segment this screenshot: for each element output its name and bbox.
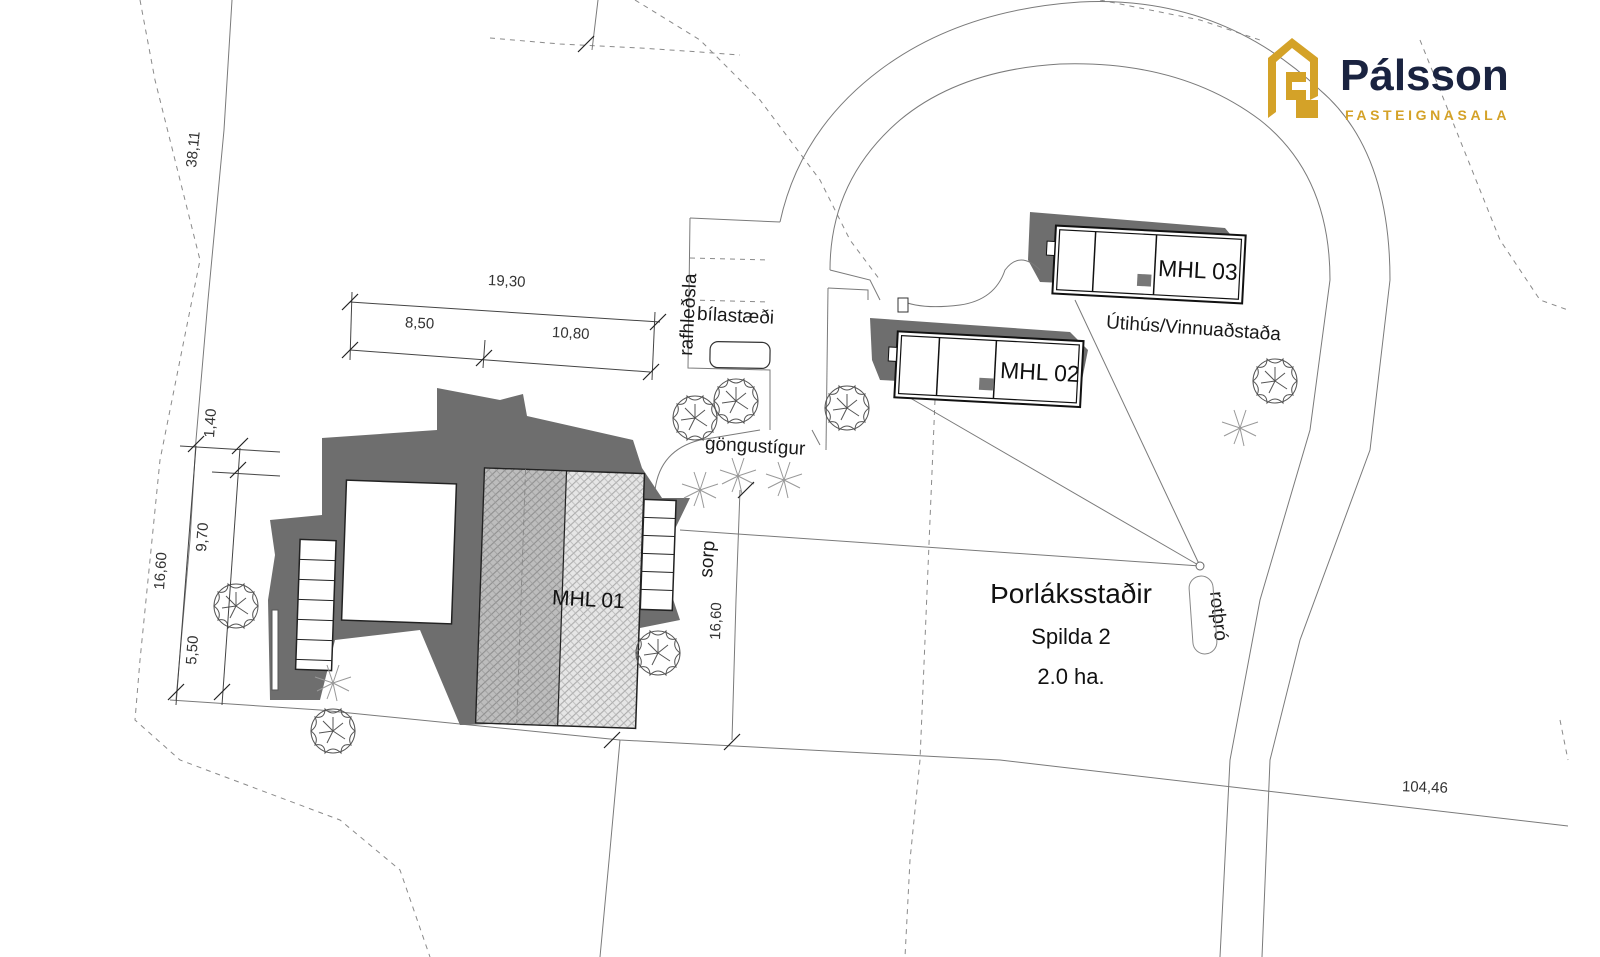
label-outbuilding: Útihús/Vinnuaðstaða — [1105, 311, 1282, 345]
label-septic: rotþró — [1205, 590, 1231, 642]
tree-icon — [635, 630, 681, 676]
building-mhl-02 — [870, 318, 1088, 409]
septic-lines — [904, 299, 1205, 571]
dim-top-total: 19,30 — [488, 272, 526, 291]
site-title: Þorláksstaðir — [990, 578, 1152, 609]
dim-boundary-bottom: 104,46 — [1402, 778, 1448, 797]
house-e-icon — [1268, 38, 1318, 118]
label-mhl-02: MHL 02 — [999, 357, 1080, 387]
tree-icon — [824, 385, 870, 431]
shrub-icon — [1221, 409, 1259, 447]
shrub-icon — [719, 457, 757, 495]
logo-tagline: FASTEIGNASALA — [1345, 107, 1510, 123]
car-icon — [709, 341, 771, 369]
site-area: 2.0 ha. — [1037, 664, 1104, 689]
dim-left-upper: 1,40 — [201, 408, 220, 438]
building-mhl-01 — [268, 388, 690, 730]
dim-top-right: 10,80 — [552, 324, 590, 343]
building-mhl-03 — [897, 212, 1247, 313]
label-waste: sorp — [696, 540, 720, 578]
dim-left-mid: 9,70 — [193, 522, 212, 552]
driveway — [654, 1, 1391, 957]
property-lines — [169, 0, 1569, 957]
tree-icon — [310, 708, 356, 754]
label-mhl-03: MHL 03 — [1157, 255, 1238, 285]
label-footpath: göngustígur — [704, 434, 806, 460]
dim-top-left: 8,50 — [405, 314, 435, 333]
dim-boundary-left: 38,11 — [183, 130, 204, 168]
tree-icon — [213, 583, 259, 629]
label-parking: bílastæði — [696, 304, 774, 329]
logo-name: Pálsson — [1340, 51, 1509, 100]
dim-right-depth: 16,60 — [707, 602, 725, 640]
dim-left-lower: 5,50 — [183, 635, 202, 665]
shrub-icon — [765, 461, 803, 499]
palsson-logo: Pálsson FASTEIGNASALA — [1268, 38, 1510, 123]
dim-left-total: 16,60 — [151, 552, 171, 591]
label-ev-charging: rafhleðsla — [676, 272, 701, 356]
label-mhl-01: MHL 01 — [551, 586, 625, 613]
tree-icon — [1252, 358, 1298, 404]
site-parcel: Spilda 2 — [1031, 624, 1111, 649]
dimension-lines — [167, 35, 755, 751]
tree-icon — [713, 378, 759, 424]
